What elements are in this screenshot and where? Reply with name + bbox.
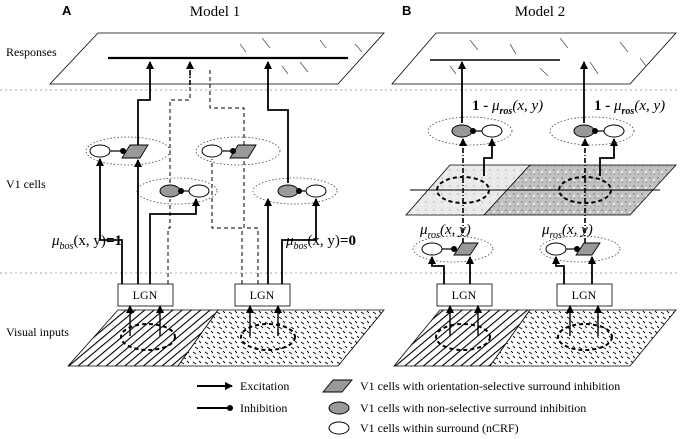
one-minus-mu-ros-right: 1 - μros(x, y) bbox=[594, 98, 665, 117]
parallelogram-cell-icon bbox=[229, 144, 257, 159]
panel-b-response-plane bbox=[391, 32, 677, 85]
parallelogram-cell-icon bbox=[575, 242, 601, 256]
white-ellipse-cell-icon bbox=[328, 421, 350, 435]
legend-within-surround: V1 cells within surround (nCRF) bbox=[360, 421, 519, 435]
panel-b-surround-lower-right bbox=[539, 235, 621, 263]
panel-b-surround-upper-left bbox=[427, 116, 513, 146]
panel-a-lgn-box-right bbox=[234, 283, 291, 307]
panel-b-input-rf-left bbox=[435, 323, 491, 351]
panel-a-input-rf-left bbox=[120, 323, 176, 351]
white-ellipse-cell-icon bbox=[305, 184, 327, 198]
panel-b: B Model 2 LGN LGN bbox=[391, 3, 677, 367]
white-ellipse-cell-icon bbox=[188, 184, 210, 198]
legend-inhibition: Inhibition bbox=[240, 401, 287, 415]
white-ellipse-cell-icon bbox=[201, 144, 223, 158]
row-label-visual-inputs: Visual inputs bbox=[6, 325, 69, 339]
panel-b-input-plane-texture bbox=[489, 309, 677, 367]
white-ellipse-cell-icon bbox=[89, 144, 111, 158]
row-label-v1-cells: V1 cells bbox=[6, 177, 46, 191]
parallelogram-cell-icon bbox=[322, 379, 353, 393]
panel-b-lgn-label-right: LGN bbox=[572, 288, 597, 302]
panel-b-surround-lower-left bbox=[412, 235, 494, 263]
panel-b-lgn-label-left: LGN bbox=[452, 288, 477, 302]
panel-a-lgn-label-left: LGN bbox=[133, 288, 158, 302]
panel-a-lgn-box-left bbox=[117, 283, 174, 307]
legend-excitation: Excitation bbox=[240, 379, 289, 393]
panel-b-letter: B bbox=[402, 3, 411, 18]
parallelogram-cell-icon bbox=[453, 242, 479, 256]
panel-a: A Model 1 LGN LGN bbox=[49, 3, 385, 367]
legend-non-selective: V1 cells with non-selective surround inh… bbox=[360, 401, 586, 415]
legend-orientation-selective: V1 cells with orientation-selective surr… bbox=[360, 379, 620, 393]
panel-b-title: Model 2 bbox=[515, 4, 565, 20]
white-ellipse-cell-icon bbox=[603, 124, 625, 138]
panel-a-input-rf-right bbox=[240, 323, 296, 351]
parallelogram-cell-icon bbox=[121, 144, 149, 159]
grey-ellipse-cell-icon bbox=[451, 124, 473, 138]
panel-a-input-plane-texture bbox=[177, 309, 385, 367]
panel-a-surround-lower-right bbox=[252, 177, 338, 205]
grey-ellipse-cell-icon bbox=[328, 401, 350, 415]
panel-a-surround-lower-left bbox=[136, 177, 218, 205]
panel-a-surround-upper-right bbox=[195, 136, 281, 166]
panel-b-surround-upper-right bbox=[549, 116, 635, 146]
legend: Excitation Inhibition V1 cells with orie… bbox=[197, 379, 620, 435]
grey-ellipse-cell-icon bbox=[159, 184, 181, 198]
panel-a-letter: A bbox=[62, 3, 72, 18]
row-label-responses: Responses bbox=[6, 45, 57, 59]
grey-ellipse-cell-icon bbox=[573, 124, 595, 138]
mu-ros-right: μros(x, y) bbox=[541, 222, 593, 241]
panel-b-input-rf-right bbox=[557, 323, 613, 351]
mu-bos-right-label: μbos(x, y)=0 bbox=[285, 233, 356, 252]
panel-a-lgn-label-right: LGN bbox=[250, 288, 275, 302]
panel-b-lgn-box-right bbox=[556, 283, 613, 307]
grey-ellipse-cell-icon bbox=[277, 184, 299, 198]
white-ellipse-cell-icon bbox=[481, 124, 503, 138]
panel-a-title: Model 1 bbox=[190, 4, 240, 20]
one-minus-mu-ros-left: 1 - μros(x, y) bbox=[472, 98, 543, 117]
white-ellipse-cell-icon bbox=[421, 242, 443, 256]
mu-ros-left: μros(x, y) bbox=[419, 222, 471, 241]
mu-bos-left-label: μbos(x, y)=1 bbox=[51, 233, 122, 252]
panel-b-lgn-box-left bbox=[436, 283, 493, 307]
white-ellipse-cell-icon bbox=[545, 242, 567, 256]
